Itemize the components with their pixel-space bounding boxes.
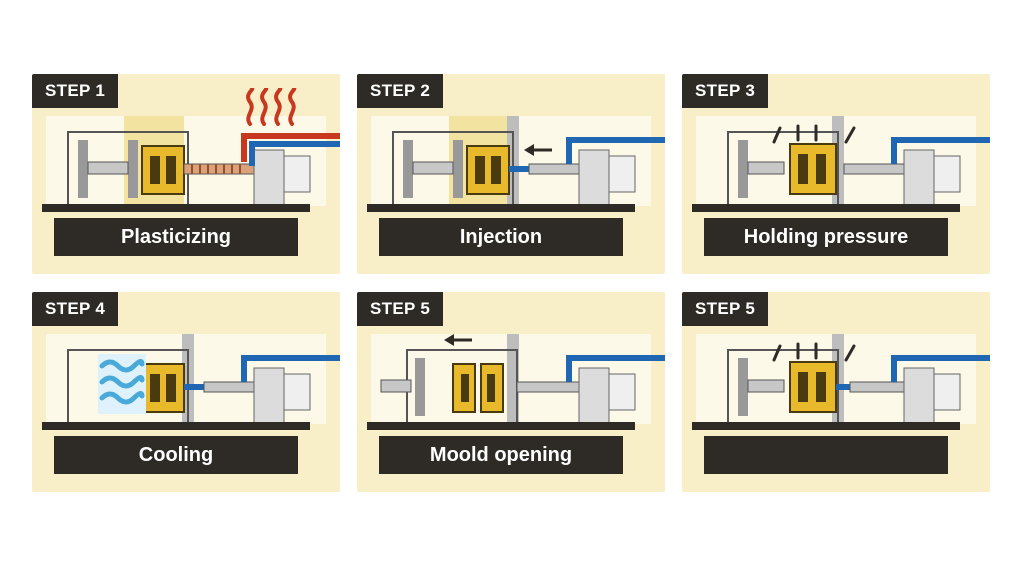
caption: Injection bbox=[459, 226, 543, 248]
step-label: STEP 5 bbox=[357, 292, 444, 326]
step-label: STEP 1 bbox=[32, 74, 119, 108]
pressure-marks-icon bbox=[772, 124, 856, 144]
machine-illustration bbox=[367, 116, 665, 212]
panel-step-1: STEP 1 Plasticizing bbox=[32, 74, 340, 274]
machine-illustration bbox=[367, 334, 665, 430]
caption-bar: Plasticizing bbox=[54, 218, 298, 256]
step-label: STEP 3 bbox=[682, 74, 769, 108]
panel-step-2: STEP 2 Injection bbox=[357, 74, 665, 274]
machine-illustration bbox=[692, 334, 990, 430]
caption: Cooling bbox=[138, 444, 214, 466]
panel-step-3: STEP 3 Holding pressure bbox=[682, 74, 990, 274]
caption-bar: Moold opening bbox=[379, 436, 623, 474]
panel-step-5: STEP 5 Moold opening bbox=[357, 292, 665, 492]
caption-bar: Holding pressure bbox=[704, 218, 948, 256]
pressure-marks-icon bbox=[772, 342, 856, 362]
panel-step-6: STEP 5 bbox=[682, 292, 990, 492]
step-label: STEP 5 bbox=[682, 292, 769, 326]
caption-bar: Injection bbox=[379, 218, 623, 256]
left-arrow-icon bbox=[444, 334, 472, 346]
step-label: STEP 2 bbox=[357, 74, 444, 108]
caption-bar bbox=[704, 436, 948, 474]
heat-waves-icon bbox=[246, 88, 297, 126]
caption: Holding pressure bbox=[743, 226, 909, 248]
caption-bar: Cooling bbox=[54, 436, 298, 474]
caption: Plasticizing bbox=[120, 226, 232, 248]
cooling-waves-icon bbox=[98, 354, 146, 414]
machine-illustration bbox=[42, 116, 340, 212]
panel-step-4: STEP 4 Cooling bbox=[32, 292, 340, 492]
machine-illustration bbox=[42, 334, 340, 430]
step-label: STEP 4 bbox=[32, 292, 119, 326]
machine-illustration bbox=[692, 116, 990, 212]
caption: Moold opening bbox=[429, 444, 573, 466]
left-arrow-icon bbox=[524, 144, 552, 156]
